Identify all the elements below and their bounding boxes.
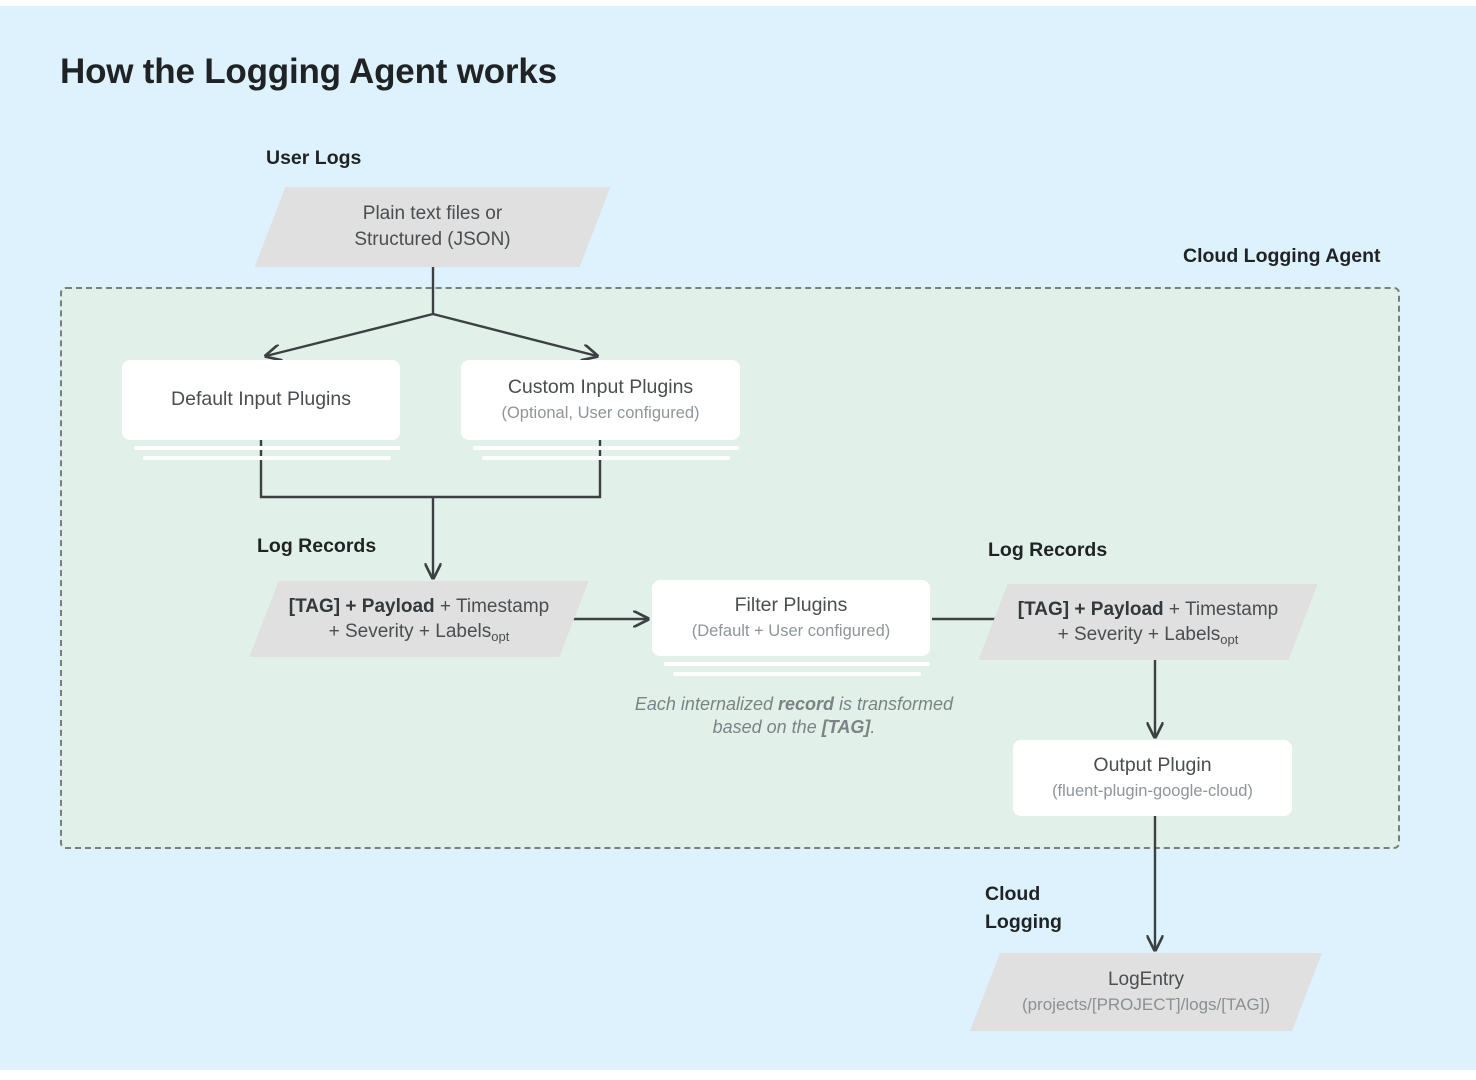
page-title: How the Logging Agent works <box>60 52 557 91</box>
node-output-plugin-subtitle: (fluent-plugin-google-cloud) <box>1052 782 1253 801</box>
log-record-left-bold: [TAG] + Payload <box>288 595 435 617</box>
card-stack-line <box>134 446 400 450</box>
node-log-entry: LogEntry (projects/[PROJECT]/logs/[TAG]) <box>970 953 1322 1031</box>
node-log-entry-text: LogEntry (projects/[PROJECT]/logs/[TAG]) <box>1014 967 1278 1017</box>
log-record-left-line2-text: + Severity + Labels <box>328 621 492 642</box>
node-log-record-right: [TAG] + Payload + Timestamp + Severity +… <box>978 584 1318 660</box>
node-default-input-plugins-title: Default Input Plugins <box>171 388 351 411</box>
label-cloud-logging-agent: Cloud Logging Agent <box>1183 245 1381 267</box>
node-custom-input-plugins-subtitle: (Optional, User configured) <box>501 404 700 423</box>
node-user-logs-source: Plain text files or Structured (JSON) <box>254 187 611 267</box>
card-stack-line <box>473 446 739 450</box>
label-user-logs: User Logs <box>266 147 362 169</box>
log-record-left-line2: + Severity + Labelsopt <box>289 619 549 644</box>
caption-bold1: record <box>778 694 835 714</box>
node-log-record-right-text: [TAG] + Payload + Timestamp + Severity +… <box>1010 597 1286 647</box>
caption-part3: . <box>870 717 876 738</box>
card-stack-line <box>664 662 930 666</box>
node-filter-plugins-title: Filter Plugins <box>734 594 848 617</box>
node-log-entry-subtitle: (projects/[PROJECT]/logs/[TAG]) <box>1021 995 1271 1015</box>
node-user-logs-source-text: Plain text files or Structured (JSON) <box>346 201 518 253</box>
log-record-right-line1: [TAG] + Payload + Timestamp <box>1018 597 1278 622</box>
filter-transform-caption: Each internalized record is transformed … <box>620 693 968 740</box>
node-log-record-left: [TAG] + Payload + Timestamp + Severity +… <box>249 581 589 657</box>
label-cloud-logging: Cloud Logging <box>985 880 1062 937</box>
user-logs-line2: Structured (JSON) <box>354 229 511 250</box>
label-log-records-left: Log Records <box>257 535 377 557</box>
log-record-right-line2-text: + Severity + Labels <box>1057 624 1221 645</box>
node-output-plugin-title: Output Plugin <box>1093 754 1212 777</box>
caption-bold2: [TAG] <box>821 717 871 738</box>
label-cloud-logging-line2: Logging <box>985 911 1062 934</box>
user-logs-line1: Plain text files or <box>362 202 503 224</box>
log-record-right-bold: [TAG] + Payload <box>1017 598 1164 620</box>
card-stack-line <box>482 456 730 460</box>
node-custom-input-plugins[interactable]: Custom Input Plugins (Optional, User con… <box>461 360 740 440</box>
node-default-input-plugins[interactable]: Default Input Plugins <box>122 360 400 440</box>
node-filter-plugins[interactable]: Filter Plugins (Default + User configure… <box>652 580 930 656</box>
node-log-entry-title: LogEntry <box>1107 968 1185 990</box>
card-stack-line <box>143 456 391 460</box>
node-output-plugin[interactable]: Output Plugin (fluent-plugin-google-clou… <box>1013 740 1292 816</box>
caption-part1: Each internalized <box>634 694 778 714</box>
node-filter-plugins-subtitle: (Default + User configured) <box>691 622 891 641</box>
node-log-record-left-text: [TAG] + Payload + Timestamp + Severity +… <box>281 594 557 644</box>
log-record-right-subscript: opt <box>1220 632 1239 647</box>
node-custom-input-plugins-title: Custom Input Plugins <box>507 376 694 399</box>
card-stack-line <box>673 672 921 676</box>
log-record-right-rest: + Timestamp <box>1163 598 1279 620</box>
log-record-left-subscript: opt <box>491 629 510 644</box>
caption-part2: is transformed based on the <box>712 694 954 738</box>
log-record-right-line2: + Severity + Labelsopt <box>1018 622 1278 647</box>
label-cloud-logging-line1: Cloud <box>985 883 1041 905</box>
label-log-records-right: Log Records <box>988 539 1108 561</box>
log-record-left-line1: [TAG] + Payload + Timestamp <box>289 594 549 619</box>
log-record-left-rest: + Timestamp <box>434 595 550 617</box>
